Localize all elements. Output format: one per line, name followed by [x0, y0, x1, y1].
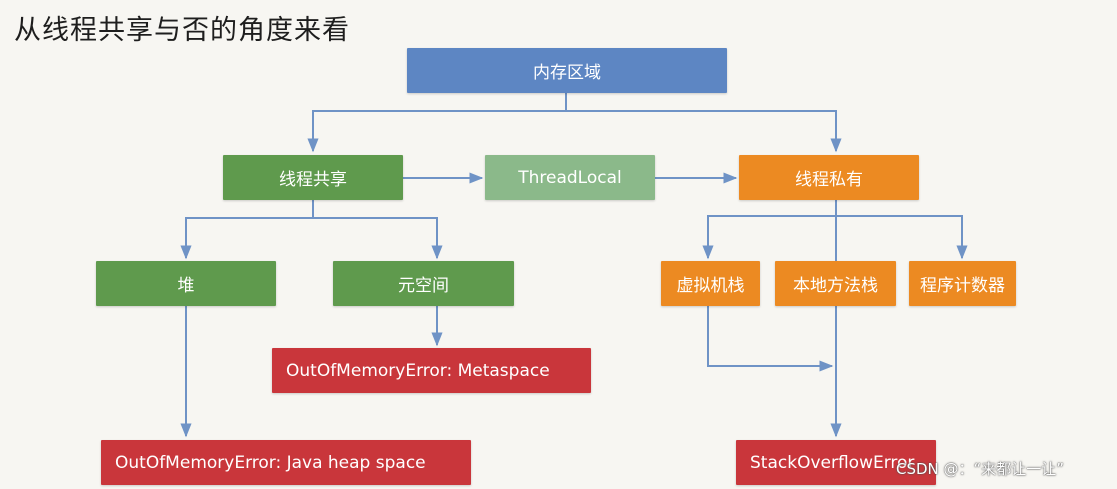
node-oom-metaspace: OutOfMemoryError: Metaspace — [272, 348, 591, 393]
node-metaspace: 元空间 — [333, 261, 514, 306]
connector-root-to-private — [566, 110, 842, 153]
connector-private-to-pc — [836, 215, 968, 260]
csdn-watermark: CSDN @：“来都让一让” — [896, 460, 1065, 478]
connector-vmstack-to-stackoverflow — [707, 306, 834, 372]
node-memory-area: 内存区域 — [407, 48, 727, 93]
connector-root-to-shared — [307, 93, 567, 153]
connector-private-to-vmstack — [702, 200, 837, 260]
node-thread-private: 线程私有 — [739, 155, 919, 200]
node-stack-overflow-error: StackOverflowError — [736, 440, 936, 485]
node-vm-stack: 虚拟机栈 — [661, 261, 760, 306]
node-heap: 堆 — [96, 261, 276, 306]
node-thread-shared: 线程共享 — [223, 155, 403, 200]
node-thread-local: ThreadLocal — [485, 155, 655, 200]
node-native-method-stack: 本地方法栈 — [775, 261, 896, 306]
node-oom-java-heap: OutOfMemoryError: Java heap space — [101, 440, 471, 485]
page-title: 从线程共享与否的角度来看 — [14, 15, 350, 46]
node-program-counter: 程序计数器 — [909, 261, 1016, 306]
connector-shared-to-heap — [180, 200, 314, 260]
connector-shared-to-metaspace — [313, 217, 443, 260]
